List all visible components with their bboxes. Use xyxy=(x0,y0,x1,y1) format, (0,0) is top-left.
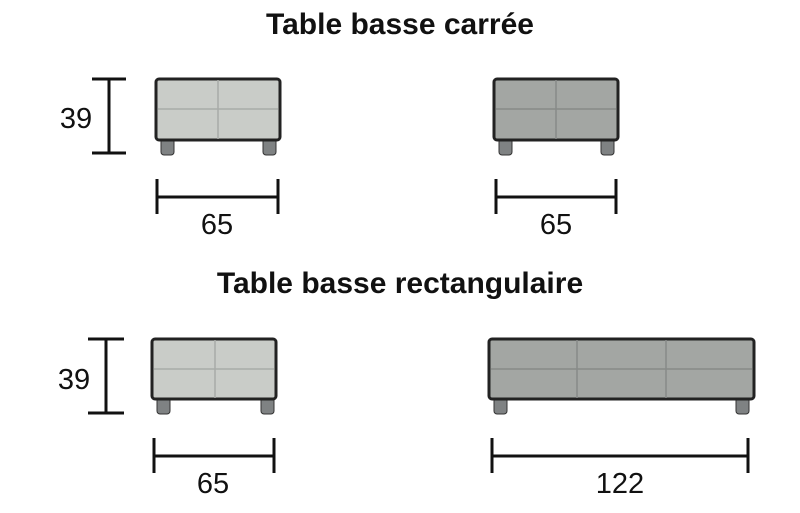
width-label-square-left: 65 xyxy=(201,209,233,241)
title-square-table: Table basse carrée xyxy=(266,8,534,41)
width-dimension-rectangular-left xyxy=(152,438,276,473)
width-label-square-right: 65 xyxy=(540,209,572,241)
width-label-rectangular-right: 122 xyxy=(596,468,644,500)
square-table-light xyxy=(154,77,282,156)
rectangular-table-dark xyxy=(487,337,756,415)
rectangular-section-table-light xyxy=(150,337,278,415)
height-label-rectangular: 39 xyxy=(58,364,90,396)
width-dimension-square-right xyxy=(494,179,618,214)
title-rectangular-table: Table basse rectangulaire xyxy=(216,267,584,300)
width-dimension-rectangular-right xyxy=(490,438,750,473)
width-label-rectangular-left: 65 xyxy=(197,468,229,500)
square-table-dark xyxy=(492,77,620,156)
height-dimension-rectangular xyxy=(88,337,124,415)
height-label-square: 39 xyxy=(60,103,92,135)
width-dimension-square-left xyxy=(155,179,280,214)
height-dimension-square xyxy=(92,77,126,155)
